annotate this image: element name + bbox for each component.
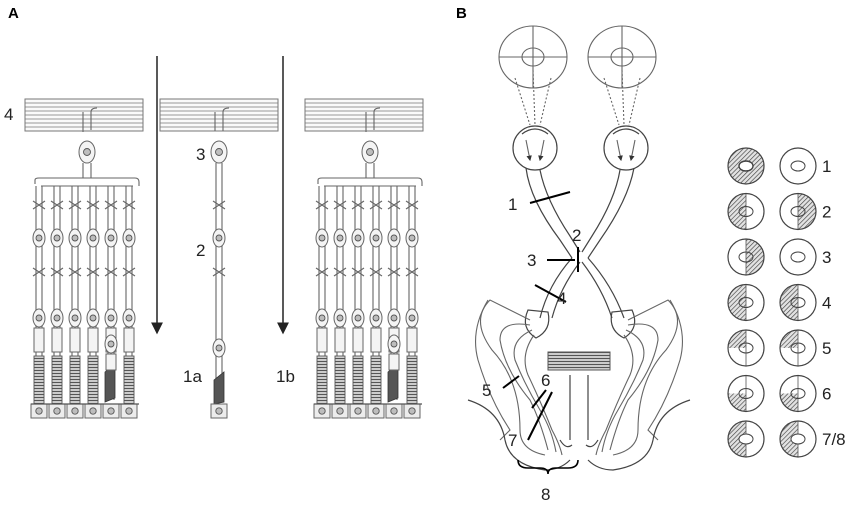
- field-row-label: 1: [822, 157, 831, 176]
- receptor-chain: [102, 186, 120, 419]
- retina-diagram: [24, 98, 424, 419]
- lesion-label-1: 1: [508, 195, 517, 214]
- field-circle-left-eye: [727, 420, 765, 458]
- lesion-marker-5: [502, 375, 520, 389]
- field-circle-left-eye: [727, 374, 765, 413]
- field-circle-left-eye: [727, 192, 765, 231]
- receptor-chain: [367, 186, 385, 419]
- label-fiber-layer: 4: [4, 105, 13, 124]
- optic-radiations: [475, 299, 683, 456]
- nerve-fiber-layer: [304, 98, 424, 132]
- visual-field-right-eye: [587, 25, 657, 89]
- receptor-chain: [48, 186, 66, 419]
- field-row-label: 4: [822, 294, 831, 313]
- field-circle-right-eye: [779, 329, 817, 367]
- panel-b-label: B: [456, 5, 467, 22]
- visual-field-left-eye: [498, 25, 568, 89]
- field-circle-right-eye: [779, 147, 817, 185]
- panel-a-label: A: [8, 5, 19, 22]
- field-circle-right-eye: [779, 420, 817, 458]
- field-row-label: 2: [822, 203, 831, 222]
- field-circle-left-eye: [727, 147, 765, 185]
- field-circle-right-eye: [779, 374, 817, 413]
- lesion-brace-8: [517, 459, 579, 475]
- field-circle-left-eye: [727, 238, 765, 276]
- receptor-chain: [349, 186, 367, 419]
- receptor-chain: [313, 186, 331, 419]
- lesion-label-2: 2: [572, 226, 581, 245]
- receptor-chain: [331, 186, 349, 419]
- receptor-chain: [403, 186, 421, 419]
- receptor-chain: [30, 186, 48, 419]
- nerve-fiber-layer: [159, 98, 279, 132]
- receptor-chain: [385, 186, 403, 419]
- lesion-marker-4: [534, 284, 567, 303]
- field-row-label: 5: [822, 339, 831, 358]
- lesion-label-4: 4: [557, 289, 566, 308]
- lesion-marker-6: [531, 389, 547, 409]
- field-circle-right-eye: [779, 192, 817, 231]
- retina-column-wide: [30, 107, 140, 419]
- retina-column-single: [210, 107, 230, 419]
- retina-column-wide: [313, 107, 423, 419]
- nerve-fiber-layer: [24, 98, 144, 132]
- lesion-label-5: 5: [482, 381, 491, 400]
- label-receptor-1b: 1b: [276, 367, 295, 386]
- label-bipolar-cell: 2: [196, 241, 205, 260]
- field-row-label: 6: [822, 385, 831, 404]
- field-circle-right-eye: [779, 238, 817, 276]
- left-eye: [512, 125, 558, 171]
- lesion-label-6: 6: [541, 371, 550, 390]
- lesion-marker-1: [529, 191, 571, 204]
- field-row-label: 7/8: [822, 430, 846, 449]
- lesion-label-3: 3: [527, 251, 536, 270]
- field-circle-left-eye: [727, 283, 765, 322]
- lesion-marker-7: [527, 391, 553, 441]
- visual-field-defects: 1 2 3 4 5 6 7/8: [727, 147, 846, 458]
- receptor-chain: [66, 186, 84, 419]
- lesion-label-7: 7: [508, 431, 517, 450]
- corpus-callosum: [547, 351, 611, 371]
- receptor-chain: [120, 186, 138, 419]
- field-circle-right-eye: [779, 283, 817, 322]
- field-circle-left-eye: [727, 329, 765, 367]
- receptor-chain: [84, 186, 102, 419]
- visual-pathway-diagram: [467, 25, 691, 475]
- label-receptor-1a: 1a: [183, 367, 202, 386]
- field-row-label: 3: [822, 248, 831, 267]
- lesion-label-8: 8: [541, 485, 550, 504]
- right-eye: [603, 125, 649, 171]
- label-ganglion-cell: 3: [196, 145, 205, 164]
